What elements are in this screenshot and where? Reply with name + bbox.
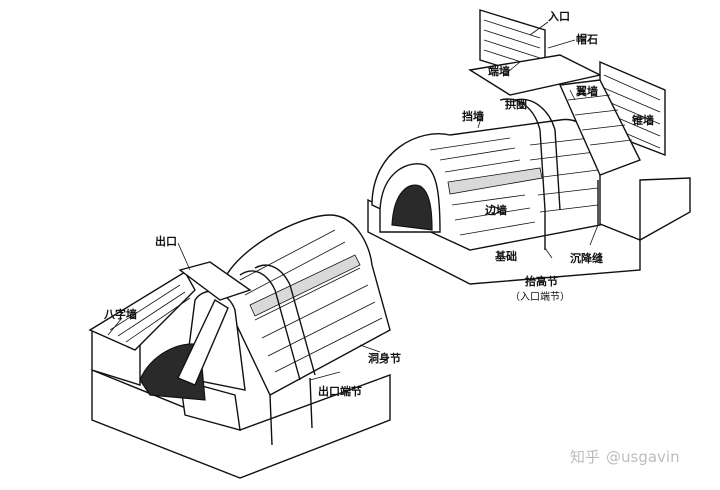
entrance-foundation-right (639, 177, 691, 242)
entrance-rib-1 (499, 98, 546, 211)
label-exit-end-section: 出口端节 (318, 384, 362, 398)
entrance-arch-void (391, 184, 433, 231)
entrance-culvert-structure (367, 9, 691, 285)
label-exit: 出口 (155, 234, 177, 248)
leader-lines (107, 21, 646, 381)
label-cap-stone: 帽石 (576, 32, 598, 46)
label-splay-wall: 八字墙 (103, 307, 137, 321)
exit-barrel-hatching (239, 229, 383, 373)
label-end-wall: 端墙 (488, 64, 510, 78)
exit-splay-wall-right (177, 298, 229, 386)
label-raised-section: 抬高节 (525, 274, 558, 288)
exit-rib-2 (254, 264, 316, 376)
entrance-wing-wall (558, 79, 641, 176)
watermark-handle: @usgavin (606, 448, 680, 466)
label-culvert-body-section: 洞身节 (368, 351, 401, 365)
label-parapet: 挡墙 (462, 109, 484, 123)
exit-cap-stone (178, 261, 252, 301)
label-foundation: 基础 (494, 249, 517, 263)
exit-culvert-structure (88, 214, 391, 479)
exit-rib-1 (239, 270, 301, 381)
watermark-logo: 知乎 (570, 448, 600, 466)
exit-splay-hatching (109, 284, 191, 343)
exit-splay-wall-left (88, 271, 196, 351)
label-arch-ring: 拱圈 (505, 97, 527, 111)
label-settlement-joint: 沉降缝 (570, 251, 603, 265)
entrance-gravel-band (447, 167, 543, 195)
exit-section-line-1 (269, 394, 273, 446)
label-side-wall: 边墙 (484, 203, 507, 217)
exit-section-line-2 (309, 377, 313, 429)
exit-barrel (219, 214, 391, 396)
label-retaining-wall: 锥墙 (632, 113, 654, 127)
label-wing-wall: 翼墙 (575, 84, 598, 98)
label-raised-section-note: （入口端节） (510, 290, 570, 303)
label-entrance: 入口 (548, 10, 570, 23)
entrance-rib-2 (514, 98, 561, 211)
